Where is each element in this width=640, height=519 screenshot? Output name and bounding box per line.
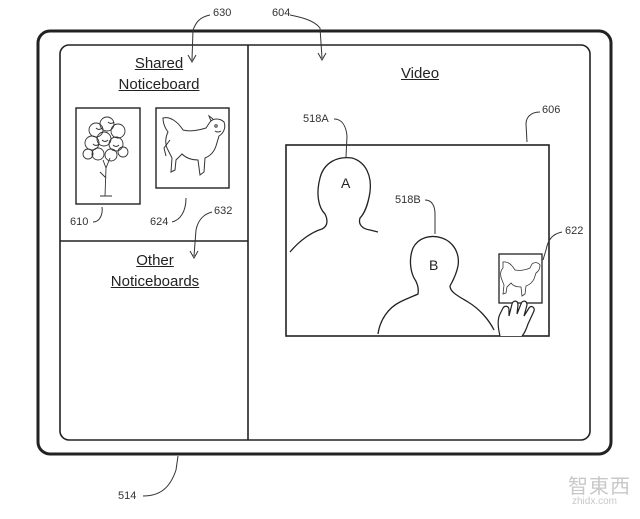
ref-630: 630: [213, 7, 232, 19]
video-title: Video: [400, 65, 440, 82]
ref-518b: 518B: [395, 194, 421, 206]
person-b-silhouette-icon: [377, 235, 495, 335]
dog-icon: [162, 114, 226, 176]
ref-624: 624: [150, 216, 169, 228]
dog-picture-frame: [155, 107, 230, 189]
other-noticeboards-title-line1: Other: [136, 252, 174, 269]
tree-picture-frame: [75, 107, 141, 205]
ref-622: 622: [565, 225, 584, 237]
ref-604: 604: [272, 7, 291, 19]
tree-icon: [82, 116, 129, 197]
person-a-silhouette-icon: [289, 156, 379, 253]
person-a-label: A: [341, 175, 351, 191]
shared-noticeboard-title-line1: Shared: [134, 55, 184, 72]
held-picture-dog-icon: [500, 261, 541, 297]
shared-noticeboard-heading: Shared Noticeboard: [104, 53, 214, 95]
video-window-frame: [285, 144, 550, 337]
hand-icon: [497, 300, 535, 337]
video-heading: Video: [380, 63, 460, 84]
other-noticeboards-title-line2: Noticeboards: [110, 273, 200, 290]
watermark-url: zhidx.com: [572, 496, 618, 507]
held-picture-frame: [498, 253, 543, 304]
ref-606: 606: [542, 104, 561, 116]
person-b-label: B: [429, 257, 439, 273]
watermark-logo: 智東西: [568, 476, 631, 498]
shared-noticeboard-title-line2: Noticeboard: [118, 76, 200, 93]
ref-514: 514: [118, 490, 137, 502]
ref-632: 632: [214, 205, 233, 217]
display-inner-frame: [59, 44, 591, 441]
other-noticeboards-heading: Other Noticeboards: [100, 250, 210, 292]
ref-610: 610: [70, 216, 89, 228]
device-outer-frame: [36, 29, 613, 456]
leader-lines: [92, 14, 563, 497]
ref-518a: 518A: [303, 113, 329, 125]
